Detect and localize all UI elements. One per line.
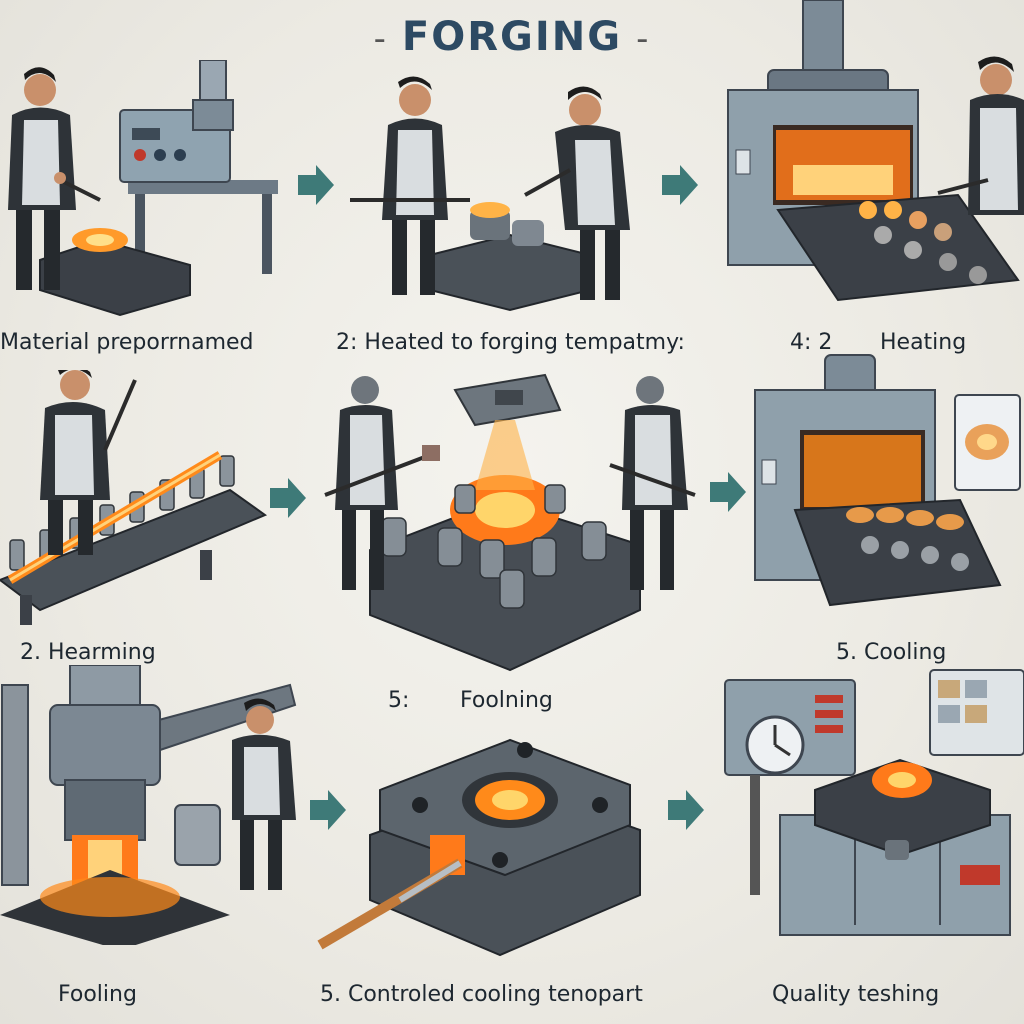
material-prep-illustration bbox=[8, 60, 278, 317]
flow-arrow-6 bbox=[668, 790, 704, 830]
flow-arrow-3 bbox=[270, 478, 306, 518]
hearming-illustration bbox=[0, 370, 268, 625]
title-dash-right: - bbox=[636, 19, 651, 59]
panel-hearming bbox=[0, 370, 270, 630]
caption-hearming: 2. Hearming bbox=[20, 640, 156, 665]
caption-material-prep: Material preporrnamed bbox=[0, 330, 254, 355]
forging-die-illustration bbox=[324, 373, 696, 672]
title-dash-left: - bbox=[373, 19, 388, 59]
panel-press-hammer bbox=[0, 665, 310, 945]
flow-arrow-4 bbox=[710, 472, 746, 512]
flow-arrow-5 bbox=[310, 790, 346, 830]
flow-arrow-1 bbox=[298, 165, 334, 205]
caption-controlled-cooling: 5. Controled cooling tenopart bbox=[320, 982, 643, 1007]
panel-heated-forging-temp bbox=[340, 70, 660, 330]
heating-furnace-illustration bbox=[727, 0, 1024, 302]
title-text: FORGING bbox=[401, 14, 623, 60]
panel-cooling-furnace bbox=[750, 350, 1024, 620]
panel-heating-furnace bbox=[718, 0, 1024, 330]
press-hammer-illustration bbox=[0, 665, 297, 945]
panel-forging-die bbox=[310, 370, 710, 680]
heated-forging-illustration bbox=[350, 76, 630, 312]
panel-controlled-cooling bbox=[310, 715, 660, 965]
cooling-furnace-illustration bbox=[754, 354, 1021, 607]
caption-heating: Heating bbox=[880, 330, 967, 355]
caption-quality-testing: Quality teshing bbox=[772, 982, 940, 1007]
caption-foolning: Foolning bbox=[460, 688, 553, 713]
caption-heated-forging-temp: 2: Heated to forging tempatmy: bbox=[336, 330, 685, 355]
controlled-cooling-illustration bbox=[317, 738, 641, 957]
caption-foolning-number: 5: bbox=[388, 688, 410, 713]
panel-quality-testing bbox=[720, 665, 1024, 965]
caption-cooling: 5. Cooling bbox=[836, 640, 947, 665]
quality-testing-illustration bbox=[724, 669, 1024, 936]
flow-arrow-2 bbox=[662, 165, 698, 205]
panel-material-prep bbox=[0, 60, 300, 330]
caption-fooling: Fooling bbox=[58, 982, 137, 1007]
diagram-title: -FORGING- bbox=[0, 14, 1024, 60]
caption-heating-number: 4: 2 bbox=[790, 330, 833, 355]
